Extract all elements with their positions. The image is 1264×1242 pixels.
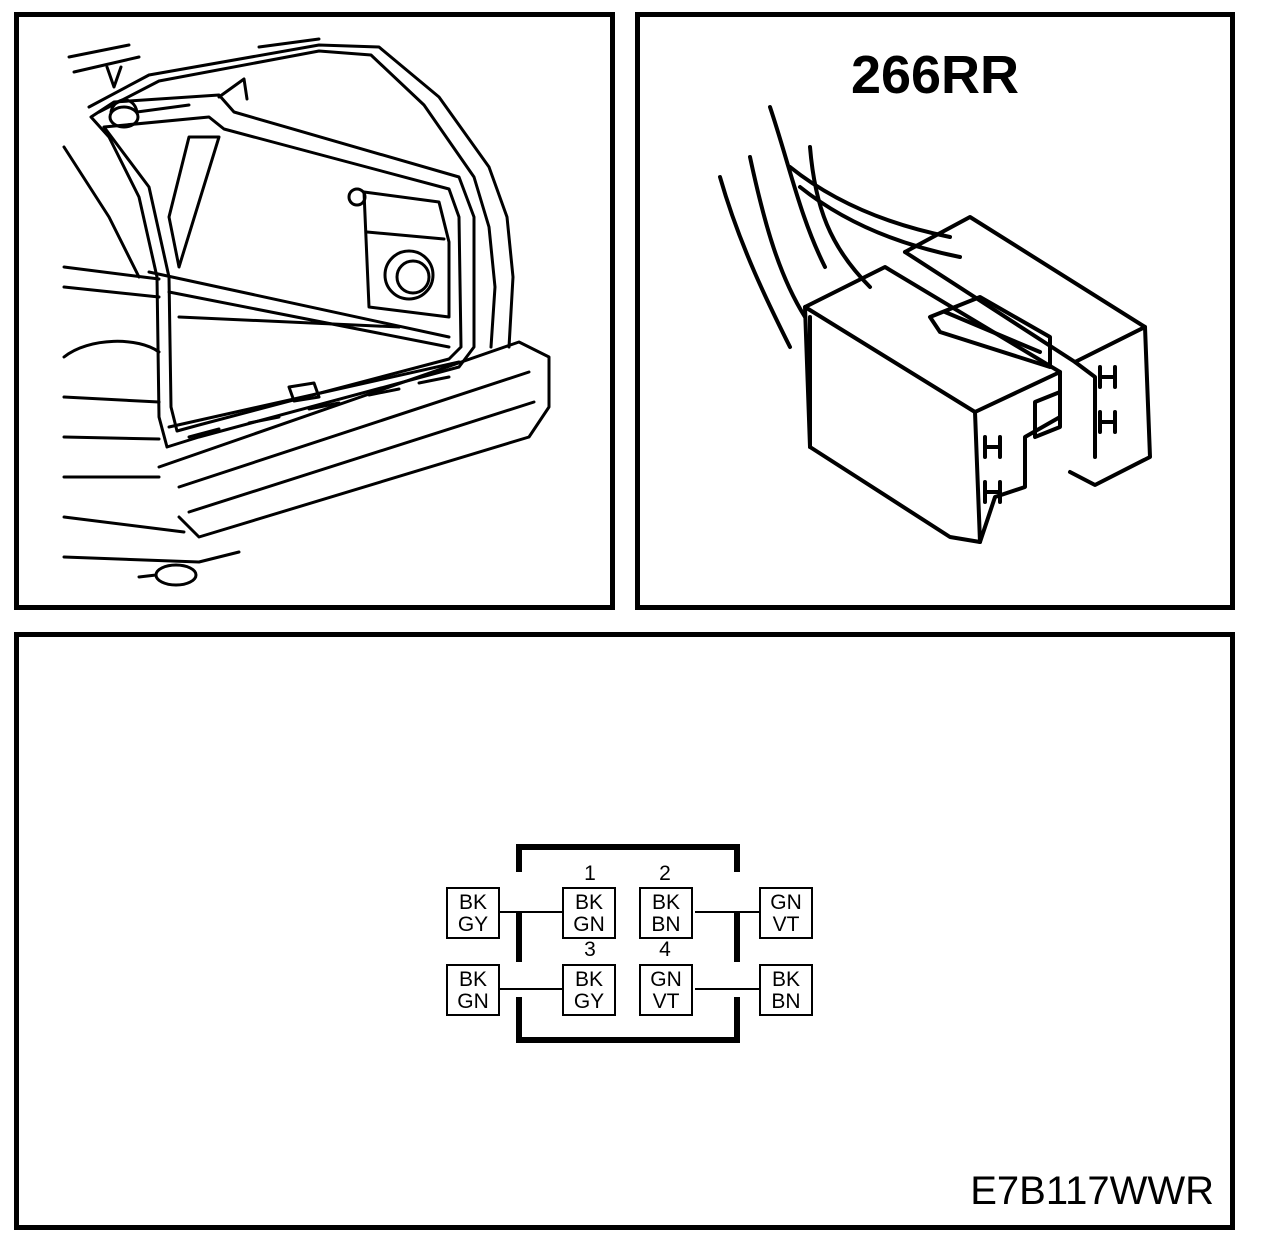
wire-color-code: VT [772, 913, 800, 936]
pin1-inner-wire-color: BK GN [562, 887, 616, 939]
pin-number-2: 2 [659, 862, 671, 885]
wire-color-code: GY [457, 913, 489, 936]
pin2-outer-wire-color: GN VT [759, 887, 813, 939]
wire-color-code: BK [771, 968, 800, 991]
pin2-inner-wire-color: BK BN [639, 887, 693, 939]
pin3-inner-wire-color: BK GY [562, 964, 616, 1016]
pin4-inner-wire-color: GN VT [639, 964, 693, 1016]
connector-view-panel: 266RR [635, 12, 1235, 610]
pinout-schematic [500, 844, 759, 1043]
pin4-outer-wire-color: BK BN [759, 964, 813, 1016]
diagram-code-label: E7B117WWR [970, 1169, 1214, 1213]
pin-number-4: 4 [659, 938, 671, 961]
wire-color-code: BK [651, 891, 680, 914]
wire-color-code: GN [573, 913, 605, 936]
vehicle-location-illustration-panel [14, 12, 615, 610]
pin-number-1: 1 [584, 862, 596, 885]
wire-color-code: BN [651, 913, 681, 936]
luggage-compartment-illustration [62, 37, 551, 587]
wire-color-code: GN [650, 968, 682, 991]
wire-color-code: GY [573, 990, 605, 1013]
connector-illustration [718, 105, 1152, 544]
wire-color-code: GN [457, 990, 489, 1013]
pin-number-3: 3 [584, 938, 596, 961]
connector-outline-top [516, 844, 740, 872]
wire-color-code: GN [770, 891, 802, 914]
connector-id-label: 266RR [850, 45, 1020, 105]
wire-color-code: BK [574, 891, 603, 914]
wire-color-code: VT [652, 990, 680, 1013]
wire-color-code: BN [771, 990, 801, 1013]
wire-color-code: BK [574, 968, 603, 991]
pin1-outer-wire-color: BK GY [446, 887, 500, 939]
wire-color-code: BK [458, 891, 487, 914]
pinout-panel: 1 2 3 4 BK GY BK GN BK BN GN VT BK GN BK… [14, 632, 1235, 1230]
wire-color-code: BK [458, 968, 487, 991]
pin3-outer-wire-color: BK GN [446, 964, 500, 1016]
connector-outline-bottom [516, 997, 740, 1043]
